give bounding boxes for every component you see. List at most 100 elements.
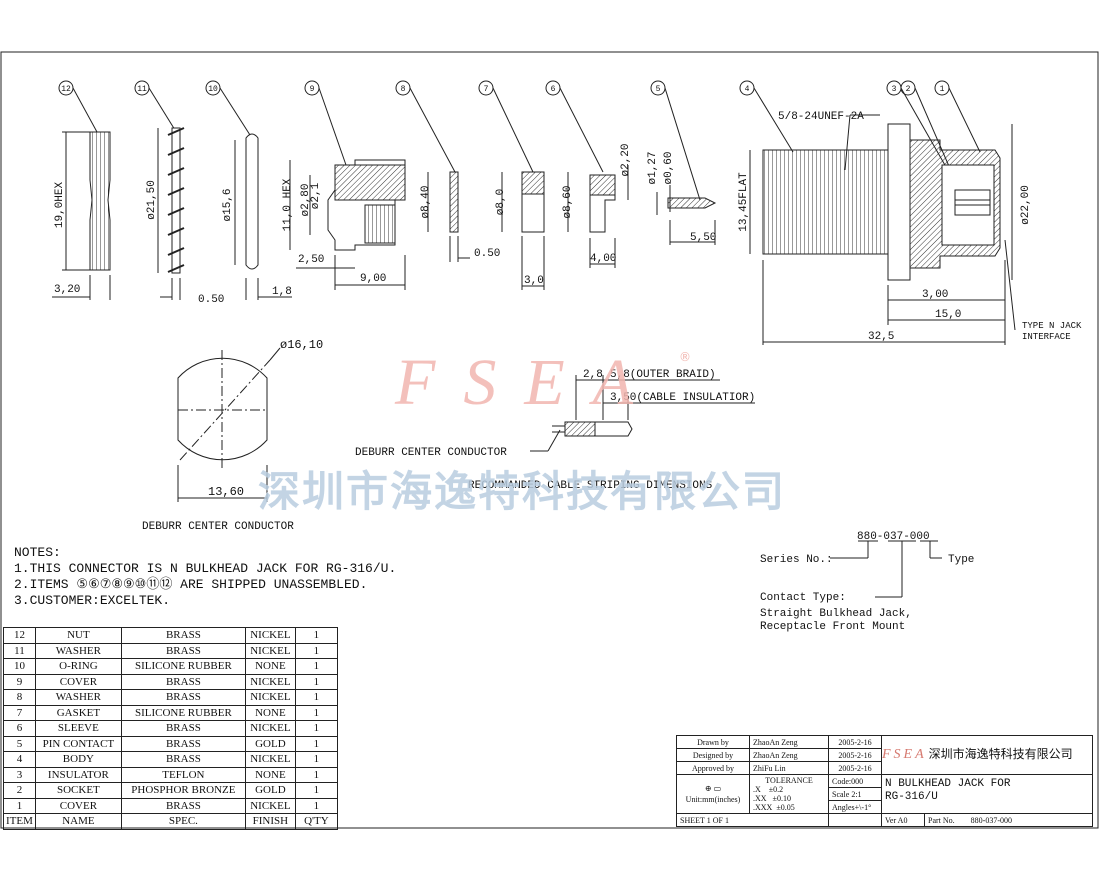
svg-text:10: 10	[208, 85, 218, 94]
tolerance-cell: TOLERANCE .X ±0.2 .XX ±0.10 .XXX ±0.05	[749, 774, 829, 814]
balloon-1: 1	[934, 80, 981, 153]
dim-nut-width: 3,20	[54, 284, 80, 296]
bom-qty: 1	[294, 782, 338, 799]
watermark-reg: ®	[679, 350, 691, 364]
bom-item: 8	[3, 689, 36, 706]
drawing-title-cell: N BULKHEAD JACK FOR RG-316/U	[881, 774, 1093, 814]
bom-spec: BRASS	[120, 673, 246, 690]
watermark-logo: FSEA	[395, 346, 661, 419]
bom-name: O-RING	[34, 658, 122, 675]
balloon-10: 10	[205, 80, 251, 136]
bom-item: 7	[3, 704, 36, 721]
balloon-6: 6	[545, 80, 604, 173]
bom-name: COVER	[34, 797, 122, 814]
dim-body-diameter: ø22,00	[1020, 185, 1032, 225]
bom-spec: BRASS	[120, 689, 246, 706]
interface-label: INTERFACE	[1022, 332, 1071, 342]
type-n-jack-label: TYPE N JACK	[1022, 321, 1082, 331]
part-7-gasket	[501, 171, 545, 290]
drawn-name: ZhaoAn Zeng	[749, 735, 829, 749]
note-3: 3.CUSTOMER:EXCELTEK.	[14, 593, 171, 608]
dim-body-b: 15,0	[935, 309, 961, 321]
bom-item: 2	[3, 782, 36, 799]
bom-qty: 1	[294, 642, 338, 659]
approved-name: ZhiFu Lin	[749, 761, 829, 775]
part-6-sleeve	[567, 165, 629, 268]
bom-spec: SILICONE RUBBER	[120, 704, 246, 721]
bom-item: 4	[3, 751, 36, 768]
deburr-view-label: DEBURR CENTER CONDUCTOR	[142, 521, 294, 533]
balloon-11: 11	[134, 80, 176, 131]
bom-spec: BRASS	[120, 627, 246, 644]
svg-text:4: 4	[745, 85, 750, 94]
bom-item: 6	[3, 720, 36, 737]
svg-text:8: 8	[401, 85, 406, 94]
bom-finish: GOLD	[244, 735, 296, 752]
bom-qty: 1	[294, 704, 338, 721]
dim-washer8-diameter: ø8,40	[420, 185, 432, 218]
dim-cover-hex: 11,0 HEX	[282, 178, 294, 231]
svg-text:1: 1	[940, 85, 945, 94]
bom-name: SLEEVE	[34, 720, 122, 737]
bom-spec: BRASS	[120, 797, 246, 814]
balloon-12: 12	[58, 80, 98, 133]
bom-name: WASHER	[34, 642, 122, 659]
bom-name: BODY	[34, 751, 122, 768]
note-2: 2.ITEMS ⑤⑥⑦⑧⑨⑩⑪⑫ ARE SHIPPED UNASSEMBLED…	[14, 577, 368, 592]
part-no-value: 880-037-000	[970, 815, 1012, 825]
drawn-date: 2005-2-16	[828, 735, 882, 749]
dim-washer-diameter: ø15,6	[222, 188, 234, 221]
part-8-washer	[427, 171, 470, 262]
balloon-7: 7	[478, 80, 534, 173]
part-no-label: Part No.	[928, 815, 955, 825]
bom-qty: 1	[294, 766, 338, 783]
bom-spec: BRASS	[120, 735, 246, 752]
dim-oring-width: 0.50	[198, 294, 224, 306]
contact-type-label: Contact Type:	[760, 592, 846, 604]
title-company: 深圳市海逸特科技有限公司	[928, 747, 1073, 761]
dim-cover-diameter: ø2,80	[300, 183, 312, 216]
dim-gasket-thickness: 3,0	[524, 275, 544, 287]
bom-item: 12	[3, 627, 36, 644]
drawing-title-2: RG-316/U	[885, 791, 938, 803]
bom-name: SOCKET	[34, 782, 122, 799]
bom-item: 3	[3, 766, 36, 783]
approved-date: 2005-2-16	[828, 761, 882, 775]
bom-header-cell: NAME	[34, 813, 122, 830]
svg-text:12: 12	[61, 85, 71, 94]
dim-body-thread: 5/8-24UNEF-2A	[778, 111, 864, 123]
scale-label: Scale 2:1	[828, 787, 882, 801]
bom-name: COVER	[34, 673, 122, 690]
designed-label: Designed by	[676, 748, 750, 762]
dim-cover-b: 9,00	[360, 273, 386, 285]
bom-qty: 1	[294, 627, 338, 644]
part-no-cell: Part No. 880-037-000	[924, 813, 1093, 827]
contact-desc-2: Receptacle Front Mount	[760, 621, 905, 633]
bom-finish: NICKEL	[244, 720, 296, 737]
watermark-company: 深圳市海逸特科技有限公司	[258, 467, 787, 516]
svg-text:9: 9	[310, 85, 315, 94]
bom-header-cell: SPEC.	[120, 813, 246, 830]
dim-body-a: 3,00	[922, 289, 948, 301]
bom-name: NUT	[34, 627, 122, 644]
dim-gasket-diameter: ø8,0	[495, 189, 507, 215]
dim-body-flat: 13,45FLAT	[738, 172, 750, 232]
balloon-9: 9	[304, 80, 347, 166]
part-9-cover	[289, 159, 406, 290]
bom-finish: NICKEL	[244, 673, 296, 690]
part-10-oring	[234, 133, 292, 300]
sheet-border	[0, 51, 1099, 829]
dim-sleeve-diameter-2: ø2,20	[620, 143, 632, 176]
svg-text:6: 6	[551, 85, 556, 94]
bom-header-cell: Q'TY	[294, 813, 338, 830]
bom-spec: BRASS	[120, 751, 246, 768]
dim-pin-diameter-2: ø0,60	[663, 151, 675, 184]
svg-text:11: 11	[137, 85, 147, 94]
balloon-8: 8	[395, 80, 456, 173]
